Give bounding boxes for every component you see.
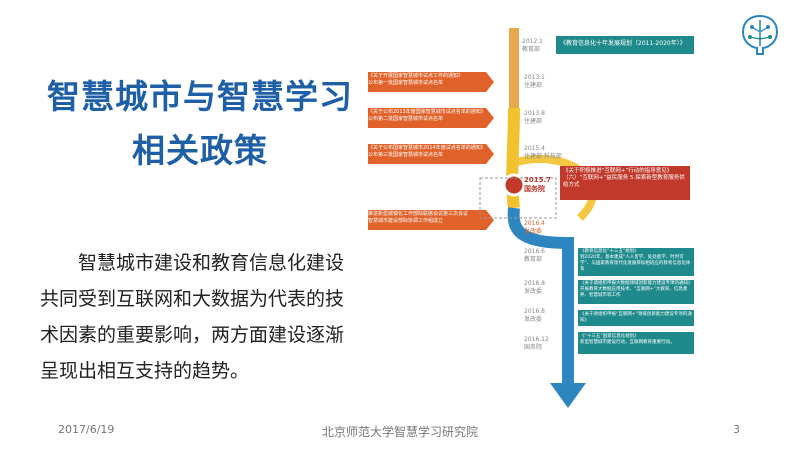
slide-title: 智慧城市与智慧学习 相关政策 [40,70,360,178]
right-item-2-bar [560,166,690,200]
brain-circuit-logo-icon [741,14,779,55]
left-item-4 [368,210,494,230]
timeline-arrow-head [550,383,586,408]
right-item-4-bar [578,280,694,304]
page-number: 3 [733,423,740,436]
slide-body-text: 智慧城市建设和教育信息化建设共同受到互联网和大数据为代表的技术因素的重要影响，两… [40,252,345,382]
highlight-box [479,177,557,219]
footer-org: 北京师范大学智慧学习研究院 [321,425,478,439]
right-item-1-bar [556,36,694,54]
left-item-1 [368,72,494,92]
timeline-blue-line [507,207,574,388]
left-item-3 [368,144,494,164]
slide-title-line1: 智慧城市与智慧学习 [47,77,353,116]
timeline-yellow-curve [506,107,520,209]
timeline-node-2015 [502,173,526,197]
policy-timeline [368,28,694,408]
right-item-3-bar [578,248,694,276]
timeline-top-bar [509,28,519,108]
footer-date: 2017/6/19 [58,423,115,436]
slide-title-line2: 相关政策 [132,131,268,170]
left-item-2 [368,108,494,128]
right-item-5-bar [578,310,694,326]
right-item-6-bar [578,332,694,354]
